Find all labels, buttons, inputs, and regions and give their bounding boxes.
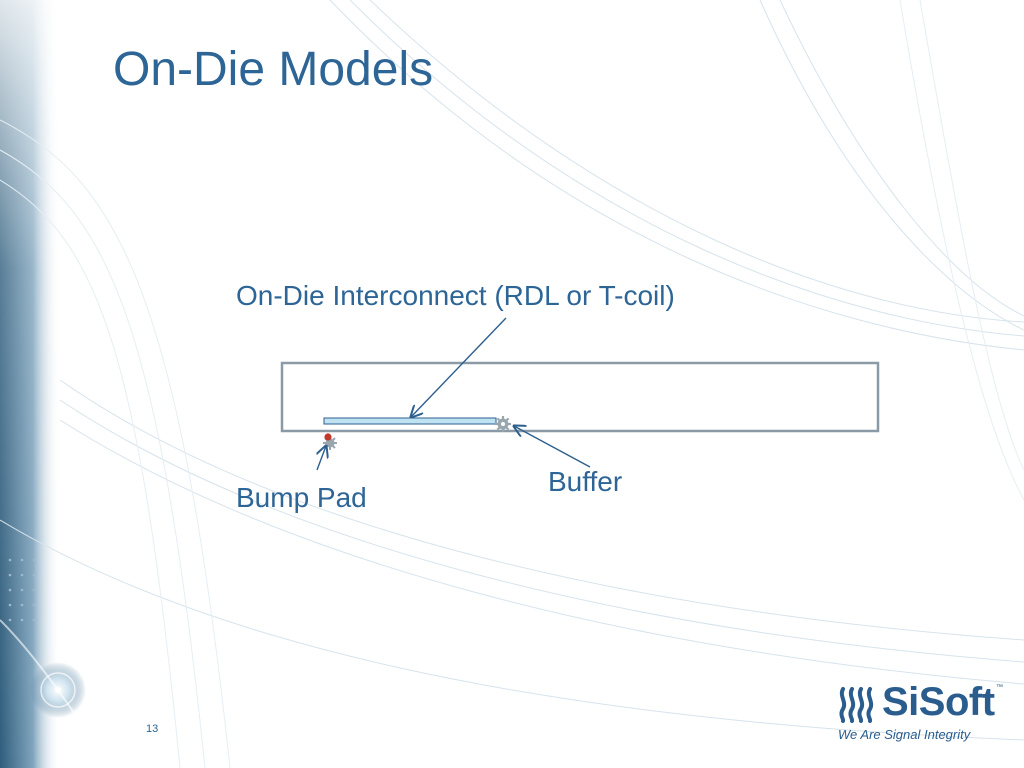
logo-trademark: ™	[996, 684, 1003, 691]
sisoft-mark-icon	[839, 687, 874, 723]
interconnect-label: On-Die Interconnect (RDL or T-coil)	[236, 280, 675, 311]
page-number: 13	[146, 723, 159, 735]
sisoft-logo: SiSoft ™ We Are Signal Integrity	[836, 680, 1006, 746]
interconnect-trace	[323, 417, 497, 425]
interconnect-arrow	[411, 317, 507, 417]
logo-tagline: We Are Signal Integrity	[838, 727, 971, 742]
bump-pad-arrow	[317, 446, 326, 471]
buffer-gear-icon	[495, 416, 511, 432]
buffer-label: Buffer	[548, 466, 622, 497]
logo-name: SiSoft	[882, 680, 995, 724]
slide-title: On-Die Models	[113, 43, 434, 96]
bump-pad-label: Bump Pad	[236, 482, 367, 513]
buffer-arrow	[514, 426, 591, 468]
